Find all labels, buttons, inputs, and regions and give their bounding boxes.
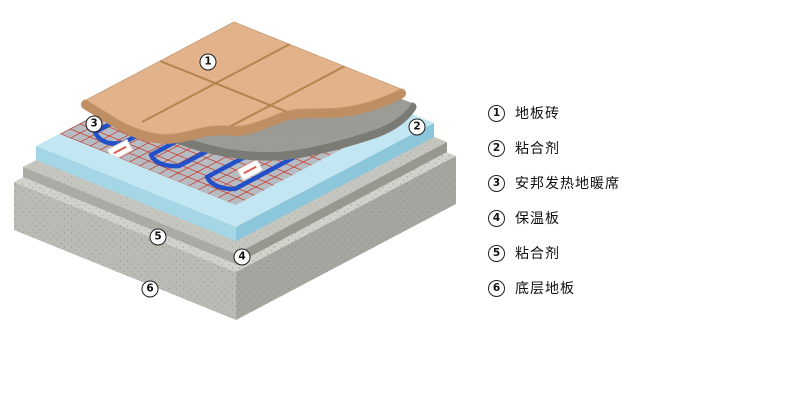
insulation-left-face <box>36 146 236 241</box>
lower-adhesive-left-face <box>23 167 236 264</box>
mat-label-tag <box>236 158 264 182</box>
callout-marker-insulation: 4 <box>233 248 251 266</box>
legend-number: 3 <box>488 174 505 192</box>
legend-number: 1 <box>488 104 505 122</box>
legend-number: 4 <box>488 209 505 227</box>
legend-number: 6 <box>488 279 505 297</box>
layer-floor-tiles <box>81 21 406 144</box>
legend-item-lower-adhesive: 5 粘合剂 <box>488 244 620 262</box>
legend: 1 地板砖 2 粘合剂 3 安邦发热地暖席 4 保温板 5 粘合剂 6 底层地板 <box>488 104 620 314</box>
callout-marker-upper-adhesive: 2 <box>408 118 426 136</box>
legend-number: 2 <box>488 139 505 157</box>
legend-label: 地板砖 <box>515 106 560 122</box>
legend-label: 安邦发热地暖席 <box>515 176 620 192</box>
callout-number: 5 <box>154 230 162 243</box>
legend-item-heating-mat: 3 安邦发热地暖席 <box>488 174 620 192</box>
callout-marker-lower-adhesive: 5 <box>149 228 167 246</box>
legend-item-insulation: 4 保温板 <box>488 209 620 227</box>
callout-marker-floor-tile: 1 <box>199 53 217 71</box>
tile-edge <box>81 88 406 144</box>
callout-number: 3 <box>90 117 98 130</box>
legend-item-upper-adhesive: 2 粘合剂 <box>488 139 620 157</box>
legend-label: 粘合剂 <box>515 141 560 157</box>
insulation-right-face <box>236 123 434 241</box>
callout-marker-base-floor: 6 <box>141 280 159 298</box>
legend-item-floor-tile: 1 地板砖 <box>488 104 620 122</box>
callout-number: 2 <box>413 120 421 133</box>
tile-top-face <box>85 21 402 135</box>
callout-number: 1 <box>204 55 212 68</box>
legend-number: 5 <box>488 244 505 262</box>
lower-adhesive-right-face <box>236 142 447 264</box>
legend-label: 粘合剂 <box>515 246 560 262</box>
legend-label: 底层地板 <box>515 281 575 297</box>
callout-number: 4 <box>238 250 246 263</box>
callout-marker-heating-mat: 3 <box>85 115 103 133</box>
callout-number: 6 <box>146 282 154 295</box>
legend-label: 保温板 <box>515 211 560 227</box>
legend-item-base-floor: 6 底层地板 <box>488 279 620 297</box>
